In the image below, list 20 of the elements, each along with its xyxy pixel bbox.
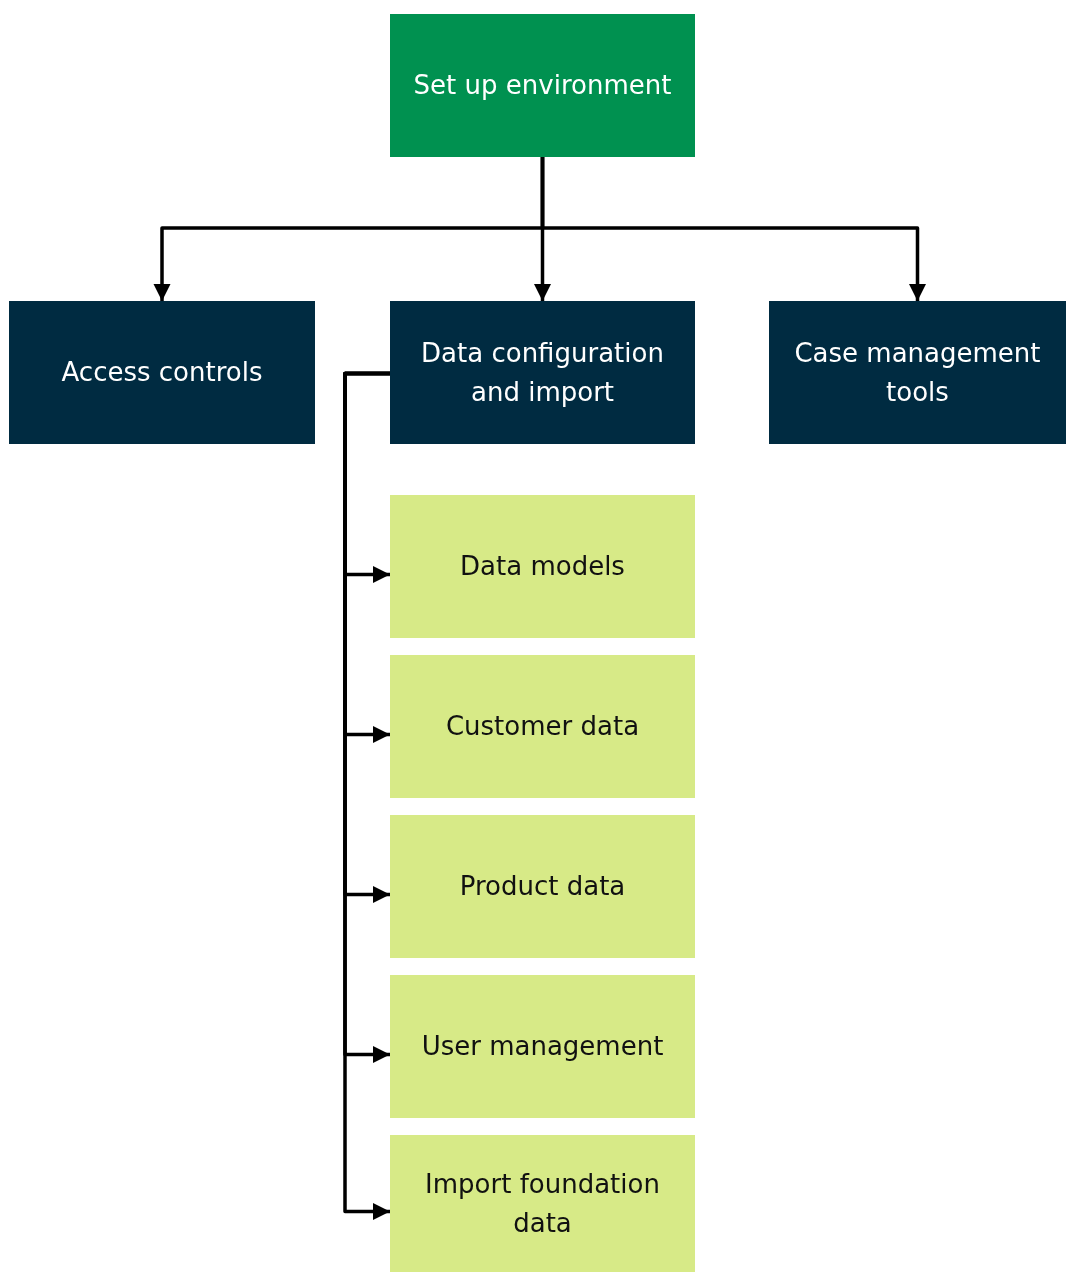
box-label: Data configuration and import [420,336,665,409]
arrow [343,371,390,1221]
arrow [540,157,927,301]
root-box [390,14,695,157]
task-box [390,975,695,1118]
box-label: Data models [460,550,625,583]
box-label: Product data [459,870,626,903]
box-label: Import foundation data [424,1167,661,1240]
category-box [769,301,1066,444]
task-box [390,1135,695,1272]
box-label: User management [421,1030,664,1063]
task-box [390,495,695,638]
category-box [9,301,315,444]
task-box [390,655,695,798]
box-label: Access controls [61,356,263,389]
box-label: Customer data [445,710,640,743]
category-box [390,301,695,444]
box-label: Case management tools [793,336,1042,409]
task-box [390,815,695,958]
box-label: Set up environment [413,69,672,102]
